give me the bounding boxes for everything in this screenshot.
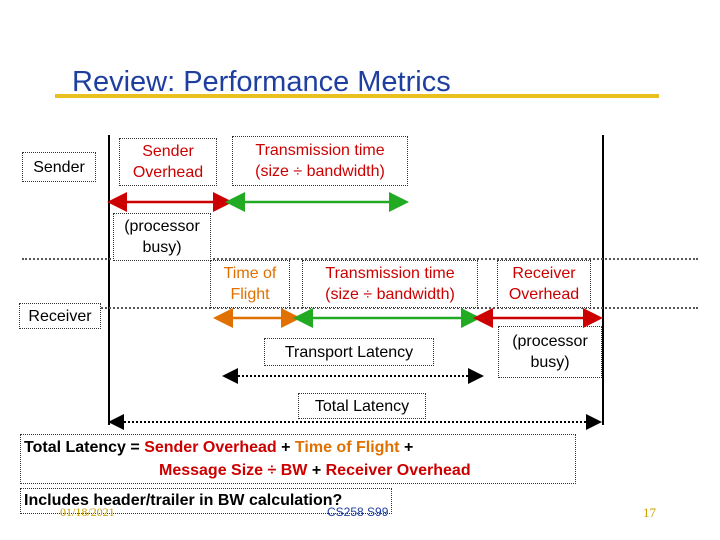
sender-label: Sender	[22, 152, 96, 182]
transport-latency-box: Transport Latency	[264, 338, 434, 366]
footer-date: 01/18/2021	[60, 505, 115, 519]
bw-note: Includes header/trailer in BW calculatio…	[24, 492, 343, 509]
footer-course: CS258 S99	[327, 505, 389, 519]
title-underline	[55, 94, 659, 98]
receiver-label: Receiver	[19, 303, 101, 329]
transmission-time-bottom-box: Transmission time (size ÷ bandwidth)	[302, 260, 478, 308]
receiver-overhead-box: Receiver Overhead	[497, 260, 591, 308]
time-of-flight-box: Time of Flight	[210, 260, 290, 308]
timeline-start-line	[108, 135, 110, 425]
timeline-end-line	[602, 135, 604, 425]
sender-timeline	[22, 258, 698, 260]
formula-box	[20, 434, 576, 484]
transmission-time-top-box: Transmission time (size ÷ bandwidth)	[232, 136, 408, 186]
processor-busy-left-box: (processor busy)	[113, 213, 211, 261]
footer-page-number: 17	[643, 505, 656, 520]
formula-line-1: Total Latency = Sender Overhead + Time o…	[24, 439, 414, 456]
slide-title: Review: Performance Metrics	[72, 66, 451, 98]
sender-overhead-box: Sender Overhead	[119, 138, 217, 186]
note-box	[20, 488, 392, 514]
formula-line-2: Message Size ÷ BW + Receiver Overhead	[159, 462, 471, 479]
processor-busy-right-box: (processor busy)	[498, 326, 602, 378]
